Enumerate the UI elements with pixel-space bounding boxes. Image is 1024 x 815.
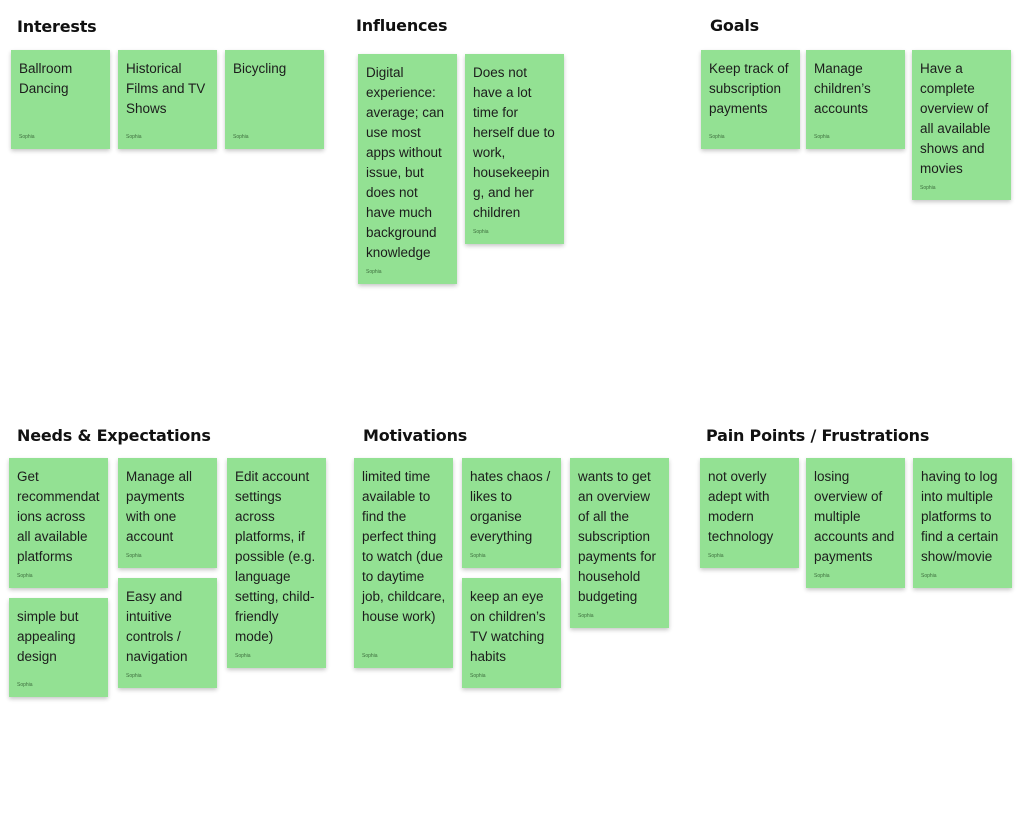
note-author: Sophia bbox=[126, 553, 142, 559]
sticky-note[interactable]: Easy and intuitive controls / navigation… bbox=[118, 578, 217, 688]
sticky-note[interactable]: simple but appealing design Sophia bbox=[9, 598, 108, 697]
sticky-note[interactable]: Get recommendations across all available… bbox=[9, 458, 108, 588]
sticky-note[interactable]: Manage all payments with one account Sop… bbox=[118, 458, 217, 568]
section-title-pain-points: Pain Points / Frustrations bbox=[706, 426, 930, 445]
sticky-note[interactable]: Bicycling Sophia bbox=[225, 50, 324, 149]
note-author: Sophia bbox=[473, 229, 489, 235]
note-text: Keep track of subscription payments bbox=[709, 61, 789, 116]
sticky-note[interactable]: limited time available to find the perfe… bbox=[354, 458, 453, 668]
note-text: Edit account settings across platforms, … bbox=[235, 469, 316, 644]
note-author: Sophia bbox=[126, 134, 142, 140]
note-author: Sophia bbox=[814, 573, 830, 579]
note-author: Sophia bbox=[709, 134, 725, 140]
sticky-note[interactable]: not overly adept with modern technology … bbox=[700, 458, 799, 568]
note-author: Sophia bbox=[470, 553, 486, 559]
sticky-note[interactable]: hates chaos / likes to organise everythi… bbox=[462, 458, 561, 568]
note-author: Sophia bbox=[920, 185, 936, 191]
note-author: Sophia bbox=[17, 573, 33, 579]
note-author: Sophia bbox=[814, 134, 830, 140]
note-text: Historical Films and TV Shows bbox=[126, 61, 206, 116]
note-text: simple but appealing design bbox=[17, 609, 79, 664]
note-text: Have a complete overview of all availabl… bbox=[920, 61, 991, 176]
note-text: wants to get an overview of all the subs… bbox=[578, 469, 657, 604]
note-text: keep an eye on children’s TV watching ha… bbox=[470, 589, 546, 664]
note-text: having to log into multiple platforms to… bbox=[921, 469, 999, 564]
sticky-note[interactable]: Keep track of subscription payments Soph… bbox=[701, 50, 800, 149]
note-author: Sophia bbox=[235, 653, 251, 659]
note-author: Sophia bbox=[19, 134, 35, 140]
note-text: Digital experience: average; can use mos… bbox=[366, 65, 445, 260]
sticky-note[interactable]: Ballroom Dancing Sophia bbox=[11, 50, 110, 149]
note-text: losing overview of multiple accounts and… bbox=[814, 469, 895, 564]
note-author: Sophia bbox=[233, 134, 249, 140]
note-author: Sophia bbox=[708, 553, 724, 559]
section-title-goals: Goals bbox=[710, 16, 759, 35]
sticky-note[interactable]: Historical Films and TV Shows Sophia bbox=[118, 50, 217, 149]
note-text: Manage all payments with one account bbox=[126, 469, 193, 544]
sticky-note[interactable]: Edit account settings across platforms, … bbox=[227, 458, 326, 668]
note-text: limited time available to find the perfe… bbox=[362, 469, 446, 624]
sticky-note[interactable]: wants to get an overview of all the subs… bbox=[570, 458, 669, 628]
sticky-note[interactable]: Digital experience: average; can use mos… bbox=[358, 54, 457, 284]
note-text: Ballroom Dancing bbox=[19, 61, 73, 96]
note-text: not overly adept with modern technology bbox=[708, 469, 774, 544]
note-author: Sophia bbox=[470, 673, 486, 679]
note-author: Sophia bbox=[578, 613, 594, 619]
note-author: Sophia bbox=[126, 673, 142, 679]
note-author: Sophia bbox=[366, 269, 382, 275]
sticky-note[interactable]: losing overview of multiple accounts and… bbox=[806, 458, 905, 588]
section-title-needs-expectations: Needs & Expectations bbox=[17, 426, 211, 445]
section-title-influences: Influences bbox=[356, 16, 448, 35]
sticky-note[interactable]: Does not have a lot time for herself due… bbox=[465, 54, 564, 244]
note-text: Get recommendations across all available… bbox=[17, 469, 100, 564]
sticky-note[interactable]: having to log into multiple platforms to… bbox=[913, 458, 1012, 588]
sticky-note[interactable]: Have a complete overview of all availabl… bbox=[912, 50, 1011, 200]
sticky-note[interactable]: keep an eye on children’s TV watching ha… bbox=[462, 578, 561, 688]
sticky-note[interactable]: Manage children’s accounts Sophia bbox=[806, 50, 905, 149]
note-author: Sophia bbox=[362, 653, 378, 659]
note-text: Bicycling bbox=[233, 61, 287, 76]
note-text: Easy and intuitive controls / navigation bbox=[126, 589, 188, 664]
section-title-interests: Interests bbox=[17, 17, 97, 36]
note-text: hates chaos / likes to organise everythi… bbox=[470, 469, 551, 544]
note-author: Sophia bbox=[17, 682, 33, 688]
section-title-motivations: Motivations bbox=[363, 426, 468, 445]
note-text: Does not have a lot time for herself due… bbox=[473, 65, 555, 220]
note-text: Manage children’s accounts bbox=[814, 61, 871, 116]
note-author: Sophia bbox=[921, 573, 937, 579]
